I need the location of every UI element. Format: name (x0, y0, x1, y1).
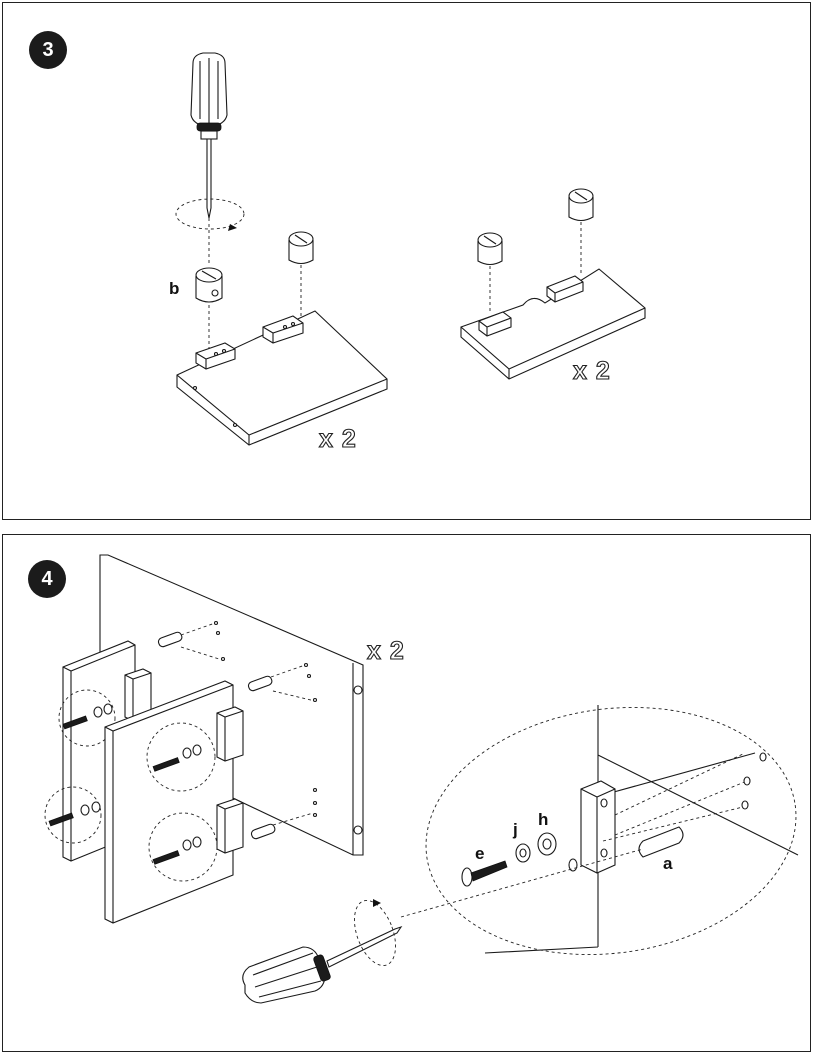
screwdriver-icon (243, 895, 404, 1003)
shelf-board-right (461, 269, 645, 379)
part-label-e: e (475, 844, 484, 863)
step-4-panel: 4 x 2 (2, 534, 811, 1052)
multiplier-step-4: x 2 (367, 637, 405, 665)
cam-fitting (289, 232, 313, 325)
part-label-j: j (512, 820, 518, 839)
step-3-illustration: b x 2 (3, 3, 812, 521)
multiplier-right: x 2 (573, 357, 611, 385)
cam-fitting-b (196, 268, 222, 351)
step-3-panel: 3 b (2, 2, 811, 520)
part-label-a: a (663, 854, 673, 873)
part-label-b: b (169, 279, 179, 298)
part-label-h: h (538, 810, 548, 829)
multiplier-left: x 2 (319, 425, 357, 453)
step-4-illustration: x 2 (3, 535, 812, 1053)
detail-callout (401, 684, 812, 977)
screwdriver-icon (176, 53, 244, 265)
